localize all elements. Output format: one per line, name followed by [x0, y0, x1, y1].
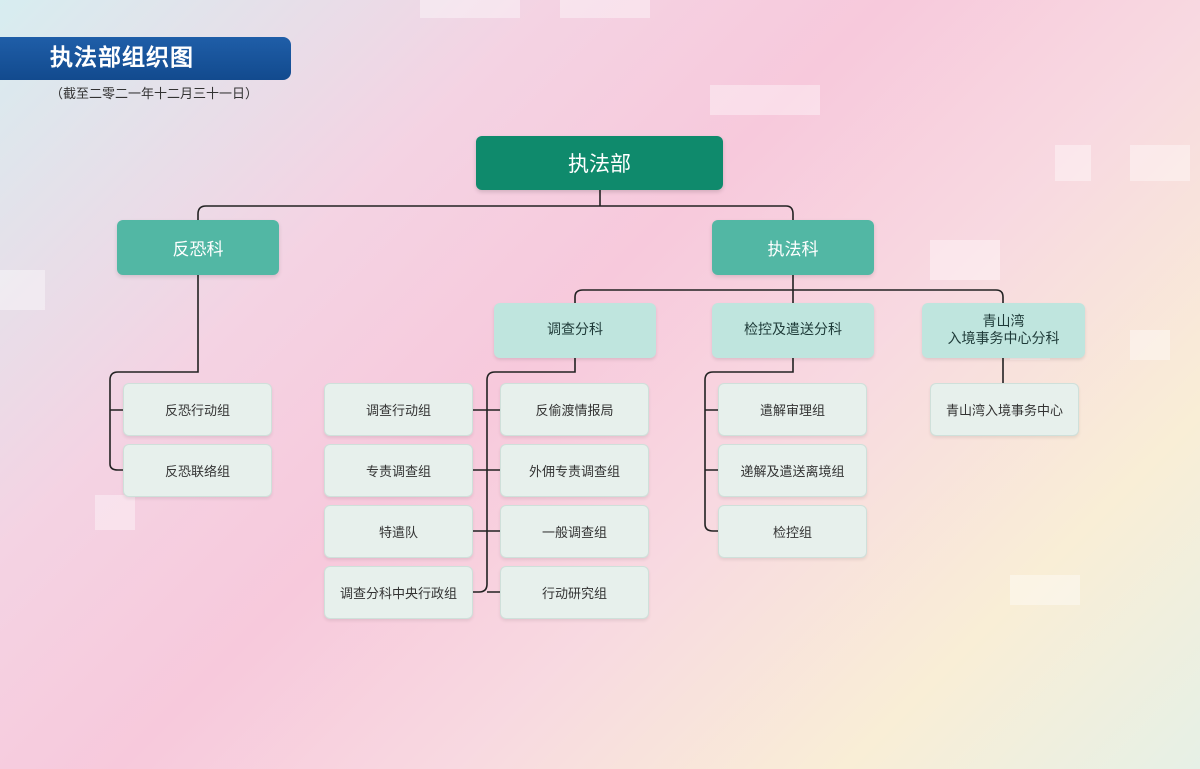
page-title: 执法部组织图 [0, 37, 291, 80]
connector-root [197, 190, 794, 220]
investigation-subsection-box: 调查分科 [494, 303, 656, 358]
group-box: 反恐行动组 [123, 383, 272, 436]
castle-peak-bay-line1: 青山湾 [982, 313, 1025, 330]
root-box-enforcement-division: 执法部 [476, 136, 723, 190]
group-box: 专责调查组 [324, 444, 473, 497]
group-box: 外佣专责调查组 [500, 444, 649, 497]
castle-peak-bay-line2: 入境事务中心分科 [947, 330, 1060, 347]
connector-enforcement [574, 275, 1004, 303]
connector-inspection [704, 358, 794, 532]
date-subtitle: （截至二零二一年十二月三十一日） [50, 87, 259, 102]
group-box: 反恐联络组 [123, 444, 272, 497]
group-box: 遣解审理组 [718, 383, 867, 436]
connector-investigation [473, 358, 576, 593]
castle-peak-bay-subsection-box: 青山湾 入境事务中心分科 [922, 303, 1085, 358]
group-box: 检控组 [718, 505, 867, 558]
group-box: 行动研究组 [500, 566, 649, 619]
group-box: 一般调查组 [500, 505, 649, 558]
connector-counter-terrorism [109, 275, 199, 471]
group-box: 反偷渡情报局 [500, 383, 649, 436]
counter-terrorism-section-box: 反恐科 [117, 220, 279, 275]
prosecution-removal-subsection-box: 检控及遣送分科 [712, 303, 874, 358]
group-box: 调查行动组 [324, 383, 473, 436]
enforcement-section-box: 执法科 [712, 220, 874, 275]
group-box: 特遣队 [324, 505, 473, 558]
group-box: 调查分科中央行政组 [324, 566, 473, 619]
group-box: 青山湾入境事务中心 [930, 383, 1079, 436]
group-box: 递解及遣送离境组 [718, 444, 867, 497]
